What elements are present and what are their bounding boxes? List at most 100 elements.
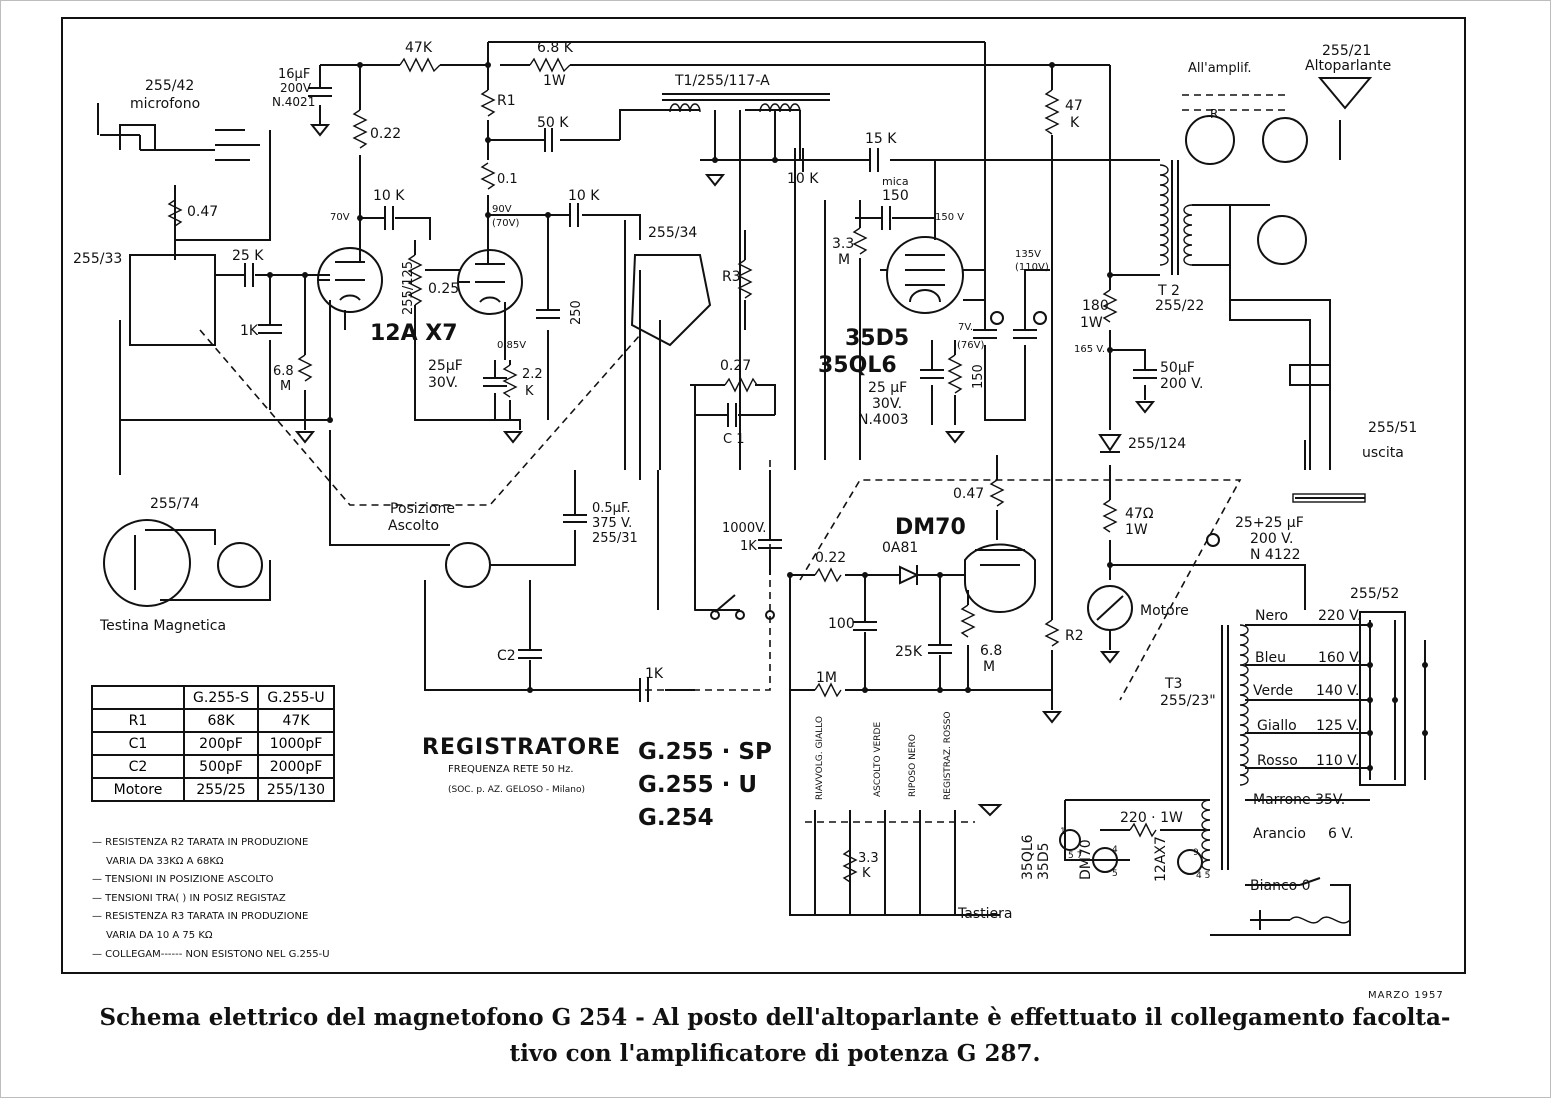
label: Marrone 35V. xyxy=(1253,792,1345,808)
label: 5 xyxy=(1112,869,1118,879)
legend-line: — COLLEGAM------ NON ESISTONO NEL G.255-… xyxy=(92,948,330,960)
model-name: G.255 · SP xyxy=(638,739,772,765)
label: 10 K xyxy=(568,188,600,204)
legend-line: — RESISTENZA R3 TARATA IN PRODUZIONE xyxy=(92,911,309,923)
table-cell: 200pF xyxy=(183,731,259,756)
table-cell: 500pF xyxy=(183,754,259,779)
label: 255/34 xyxy=(648,225,697,241)
label: 0.5µF. xyxy=(592,501,630,516)
tube-label: 12A X7 xyxy=(370,321,458,346)
table-cell: 255/130 xyxy=(257,777,335,802)
label: 25 K xyxy=(232,248,264,264)
label: 47K xyxy=(405,40,433,56)
label: 4 xyxy=(1112,845,1118,855)
label: 375 V. xyxy=(592,516,632,531)
label: 255/124 xyxy=(1128,436,1186,452)
label: RIAVVOLG. GIALLO xyxy=(815,716,825,800)
label: 255/23" xyxy=(1160,693,1216,709)
tube-label: DM70 xyxy=(895,515,966,540)
model-name: G.254 xyxy=(638,805,714,831)
label: 25K xyxy=(895,644,923,660)
label: 6.8 xyxy=(273,364,294,379)
junction-dots xyxy=(267,62,1428,771)
label: 250 xyxy=(569,300,584,325)
label: 0.1 xyxy=(497,172,518,187)
table-cell: 2000pF xyxy=(257,754,335,779)
tube-label: 35D5 xyxy=(845,326,909,351)
label: 0.22 xyxy=(370,126,401,142)
label: 7V. xyxy=(958,322,973,333)
table-row: R1 68K 47K xyxy=(91,708,335,733)
label: C2 xyxy=(497,648,516,664)
label: 220 · 1W xyxy=(1120,810,1183,826)
label: (110V) xyxy=(1015,262,1049,273)
label: R3 xyxy=(722,269,741,285)
label: K xyxy=(1070,115,1080,131)
label: 1K xyxy=(240,323,259,339)
label: 25 µF xyxy=(868,380,907,396)
tube-label: 35QL6 xyxy=(818,353,897,378)
label: Ascolto xyxy=(388,518,439,534)
label: 10 K xyxy=(373,188,405,204)
label: Rosso xyxy=(1257,753,1298,769)
label: uscita xyxy=(1362,445,1404,461)
label: 2.2 xyxy=(522,367,543,382)
label: K xyxy=(862,866,871,881)
label: 1K xyxy=(740,539,757,554)
table-cell: 255/25 xyxy=(183,777,259,802)
label: 160 V. xyxy=(1318,650,1361,666)
model-name: G.255 · U xyxy=(638,772,758,798)
label: 0.85V xyxy=(497,340,526,351)
label: 50µF xyxy=(1160,360,1195,376)
label: 6.8 K xyxy=(537,40,574,56)
label: N.4003 xyxy=(858,412,909,428)
label: M xyxy=(983,659,995,675)
table-cell xyxy=(91,685,185,710)
label: 35QL6 xyxy=(1020,834,1036,880)
label: 30V. xyxy=(872,396,902,412)
label: 47Ω xyxy=(1125,506,1154,522)
label: 1W xyxy=(1125,522,1148,538)
title-main: REGISTRATORE xyxy=(422,735,621,760)
model-list: G.255 · SP G.255 · U G.254 xyxy=(638,736,772,835)
label: microfono xyxy=(130,96,200,112)
label: 220 V. xyxy=(1318,608,1361,624)
table-row: C1 200pF 1000pF xyxy=(91,731,335,756)
label: Bianco 0 xyxy=(1250,878,1311,894)
label: 255/42 xyxy=(145,78,194,94)
title-company: (SOC. p. AZ. GELOSO - Milano) xyxy=(448,785,585,795)
label: mica xyxy=(882,175,909,188)
label: 16µF xyxy=(278,67,310,82)
label: 255/74 xyxy=(150,496,199,512)
label: 70V xyxy=(330,212,350,223)
label: Giallo xyxy=(1257,718,1297,734)
notes-legend: — RESISTENZA R2 TARATA IN PRODUZIONE VAR… xyxy=(92,834,330,964)
label: 0.47 xyxy=(187,204,218,220)
table-row: C2 500pF 2000pF xyxy=(91,754,335,779)
label: 180 xyxy=(1082,298,1109,314)
label: 0.25 xyxy=(428,281,459,297)
figure-caption: Schema elettrico del magnetofono G 254 -… xyxy=(40,1000,1510,1072)
table-cell: Motore xyxy=(91,777,185,802)
label: 47 xyxy=(1065,98,1083,114)
label: Nero xyxy=(1255,608,1288,624)
label: Posizione xyxy=(390,501,455,517)
label: T3 xyxy=(1164,676,1182,692)
variant-table: G.255-S G.255-U R1 68K 47K C1 200pF 1000… xyxy=(91,685,335,802)
label: T 2 xyxy=(1157,283,1180,299)
label: 1M xyxy=(816,670,837,686)
label: 6 V. xyxy=(1328,826,1354,842)
label: 100 xyxy=(828,616,855,632)
legend-line: — TENSIONI IN POSIZIONE ASCOLTO xyxy=(92,874,274,886)
label: (76V) xyxy=(957,340,984,351)
legend-line: — TENSIONI TRA( ) IN POSIZ REGISTAZ xyxy=(92,892,286,904)
table-cell: 1000pF xyxy=(257,731,335,756)
label: Arancio xyxy=(1253,826,1306,842)
label: 255/22 xyxy=(1155,298,1204,314)
table-cell: 47K xyxy=(257,708,335,733)
label: K xyxy=(525,384,534,399)
label: 4 5 xyxy=(1196,871,1210,881)
label: 1 xyxy=(1060,827,1066,837)
label: 255/21 xyxy=(1322,43,1371,59)
label: 15 K xyxy=(865,131,897,147)
